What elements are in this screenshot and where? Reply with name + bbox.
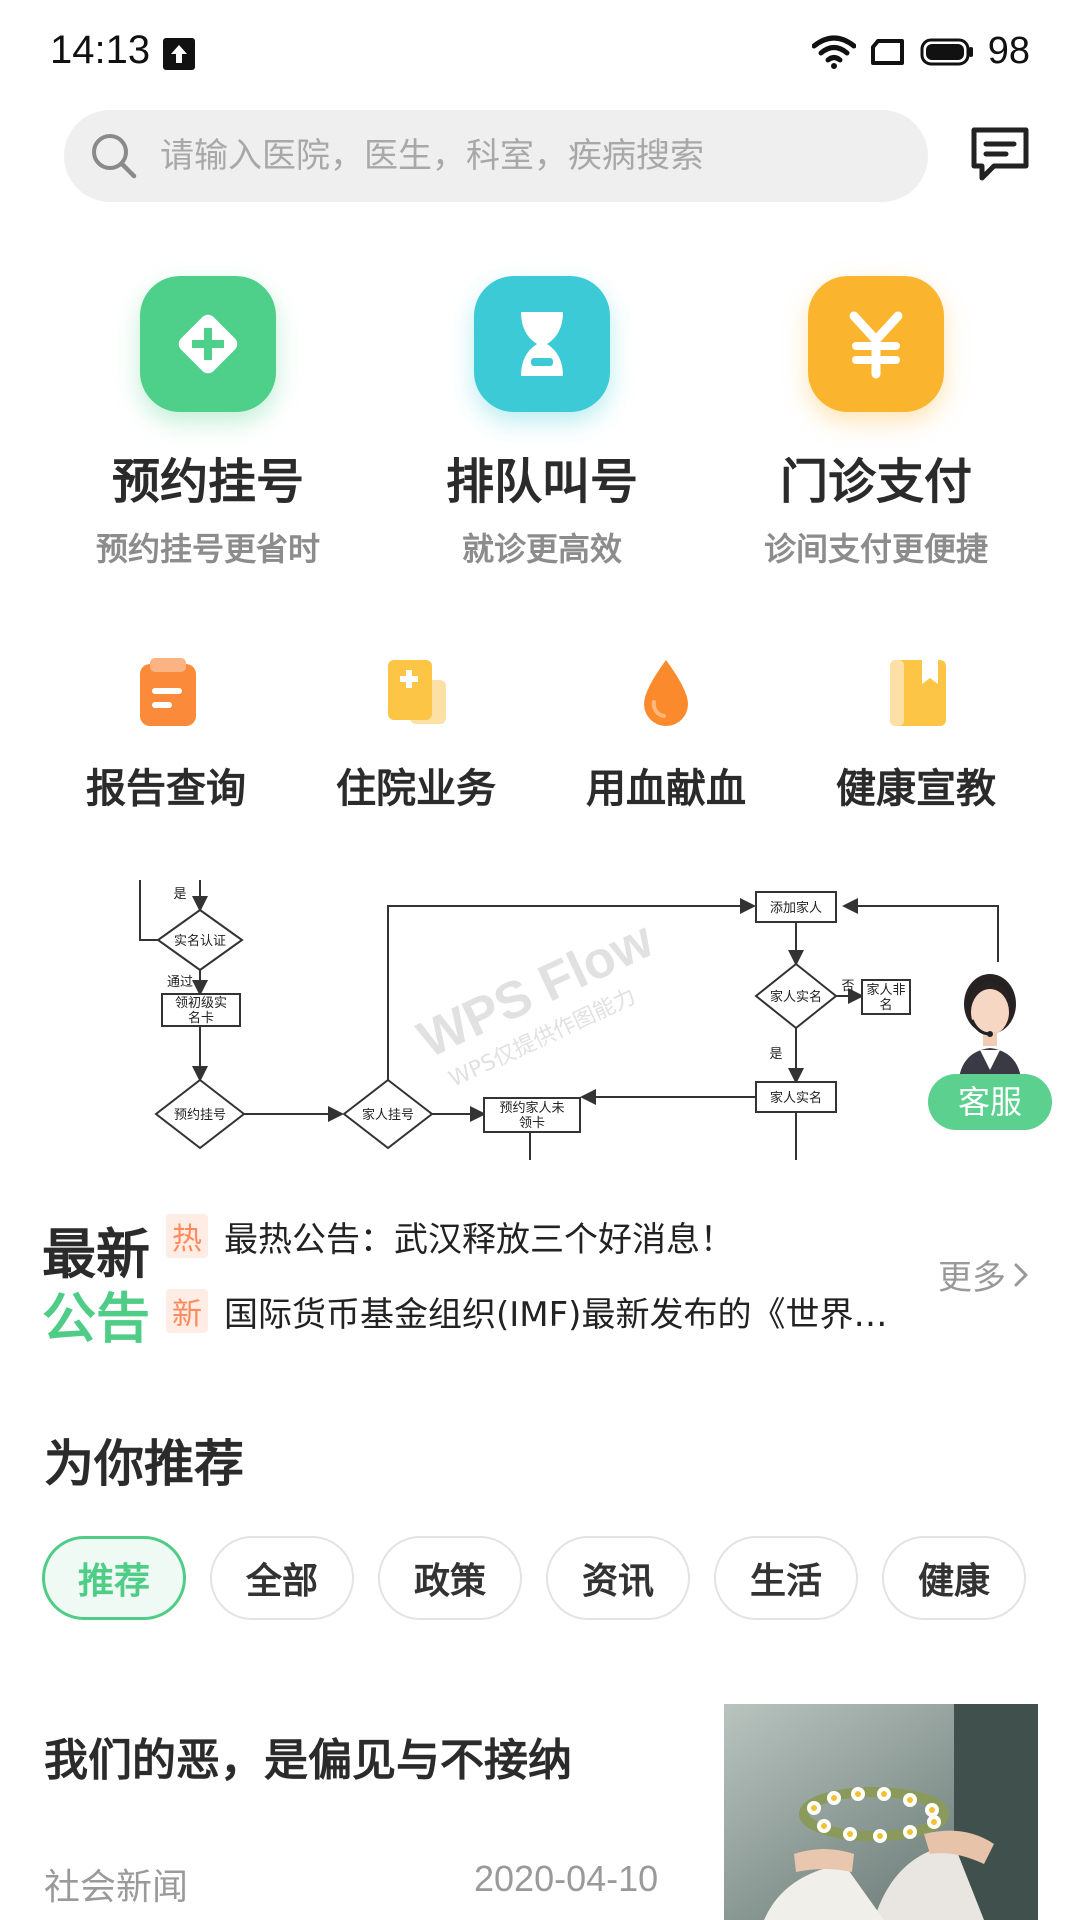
service-inpatient[interactable]: 住院业务 — [306, 654, 526, 814]
announcement-item[interactable]: 新 国际货币基金组织(IMF)最新发布的《世界… — [166, 1286, 887, 1336]
announcement-heading-line1: 最新 — [42, 1223, 150, 1286]
flow-node-reserve-2: 领卡 — [519, 1116, 545, 1131]
wifi-icon — [811, 35, 856, 69]
announcement-text: 国际货币基金组织(IMF)最新发布的《世界… — [224, 1294, 888, 1335]
service-title: 用血献血 — [586, 766, 746, 812]
hospital-document-icon — [388, 660, 446, 724]
flow-node-family-register: 家人挂号 — [362, 1107, 414, 1123]
article-category: 社会新闻 — [44, 1867, 189, 1908]
service-title: 报告查询 — [86, 766, 246, 812]
report-clipboard-icon — [140, 658, 196, 726]
announcement-item[interactable]: 热 最热公告：武汉释放三个好消息！ — [166, 1211, 734, 1261]
tab-all[interactable]: 全部 — [210, 1536, 354, 1620]
upload-notification-icon — [163, 38, 195, 70]
flow-node-family-realname: 家人实名 — [770, 989, 822, 1005]
section-title-recommend: 为你推荐 — [44, 1435, 244, 1493]
flow-node-realname: 实名认证 — [174, 933, 226, 949]
service-health-education[interactable]: 健康宣教 — [806, 654, 1026, 814]
blood-drop-icon — [644, 660, 688, 726]
category-tabs: 推荐 全部 政策 资讯 生活 健康 — [42, 1536, 1026, 1620]
flowchart-diagram: 是 实名认证 通过 领初级实 名卡 预约挂号 家人挂号 预约家人未 领卡 添加家… — [139, 880, 999, 1160]
article-thumbnail[interactable] — [724, 1704, 1038, 1920]
service-subtitle: 就诊更高效 — [461, 530, 622, 568]
more-link[interactable]: 更多 — [938, 1250, 1030, 1299]
search-bar[interactable] — [64, 110, 928, 202]
status-time: 14:13 — [50, 28, 151, 72]
article-title[interactable]: 我们的恶，是偏见与不接纳 — [44, 1735, 572, 1786]
service-subtitle: 预约挂号更省时 — [95, 530, 320, 568]
banner-flowchart[interactable]: 是 实名认证 通过 领初级实 名卡 预约挂号 家人挂号 预约家人未 领卡 添加家… — [110, 880, 1010, 1160]
flow-node-family-non: 家人非 — [866, 982, 905, 998]
flow-node-register: 预约挂号 — [174, 1108, 226, 1123]
message-icon[interactable] — [968, 124, 1032, 184]
service-title: 住院业务 — [336, 766, 496, 812]
book-bookmark-icon — [890, 660, 946, 726]
service-blood[interactable]: 用血献血 — [556, 654, 776, 814]
service-title: 排队叫号 — [445, 454, 638, 510]
customer-service-label: 客服 — [928, 1074, 1052, 1130]
agent-avatar-icon — [958, 974, 1022, 1090]
flow-node-first-card-2: 名卡 — [188, 1010, 214, 1026]
tab-life[interactable]: 生活 — [714, 1536, 858, 1620]
flow-node-family-realname-2: 家人实名 — [770, 1090, 822, 1106]
battery-level: 98 — [987, 30, 1030, 72]
search-icon — [92, 134, 137, 179]
yen-icon — [808, 276, 944, 412]
announcement-text: 最热公告：武汉释放三个好消息！ — [224, 1219, 734, 1260]
service-title: 健康宣教 — [836, 766, 996, 812]
new-badge: 新 — [166, 1289, 208, 1333]
flow-label-yes-2: 是 — [769, 1047, 782, 1062]
sim-card-icon — [870, 38, 904, 65]
tab-news[interactable]: 资讯 — [546, 1536, 690, 1620]
article-date: 2020-04-10 — [474, 1858, 659, 1899]
flow-node-first-card: 领初级实 — [175, 996, 227, 1011]
battery-icon — [920, 38, 973, 65]
service-title: 预约挂号 — [111, 454, 304, 510]
flow-label-pass: 通过 — [167, 975, 193, 990]
flow-label-yes: 是 — [173, 887, 186, 902]
flow-node-reserve: 预约家人未 — [499, 1100, 564, 1116]
service-payment[interactable]: 门诊支付 诊间支付更便捷 — [726, 276, 1026, 570]
service-title: 门诊支付 — [779, 454, 972, 510]
flow-node-add-family: 添加家人 — [770, 900, 822, 916]
plus-diamond-icon — [140, 276, 276, 412]
search-input[interactable] — [160, 110, 900, 202]
service-appointment[interactable]: 预约挂号 预约挂号更省时 — [58, 276, 358, 570]
hourglass-icon — [474, 276, 610, 412]
hot-badge: 热 — [166, 1214, 208, 1258]
more-label: 更多 — [938, 1258, 1006, 1298]
flower-wreath-photo — [724, 1704, 1038, 1920]
chevron-right-icon — [1014, 1263, 1028, 1286]
service-report[interactable]: 报告查询 — [56, 654, 276, 814]
service-subtitle: 诊间支付更便捷 — [763, 530, 988, 568]
service-queue[interactable]: 排队叫号 就诊更高效 — [392, 276, 692, 570]
tab-recommend[interactable]: 推荐 — [42, 1536, 186, 1620]
customer-service-button[interactable]: 客服 — [928, 960, 1052, 1130]
tab-policy[interactable]: 政策 — [378, 1536, 522, 1620]
tab-health[interactable]: 健康 — [882, 1536, 1026, 1620]
status-bar: 14:13 98 — [0, 0, 1080, 104]
flow-node-family-non-2: 名 — [879, 997, 892, 1013]
status-icons: 98 — [811, 30, 1030, 73]
flow-label-no: 否 — [841, 979, 854, 994]
announcement-heading-line2: 公告 — [42, 1287, 150, 1350]
